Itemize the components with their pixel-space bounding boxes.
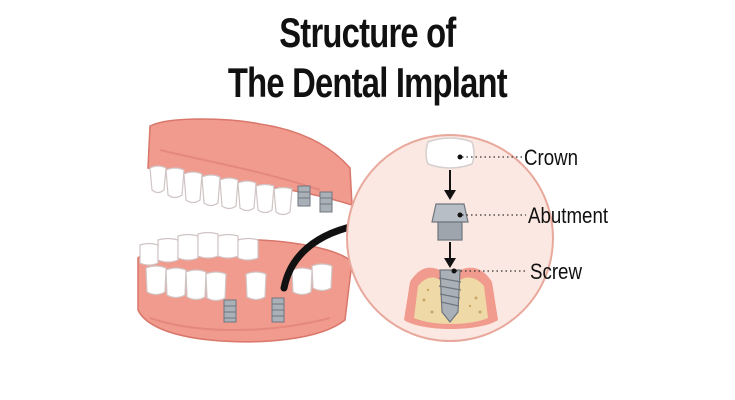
title-line-2: The Dental Implant: [227, 59, 508, 106]
implant-detail-circle: [346, 134, 554, 342]
crown-tooth-icon: [425, 137, 475, 169]
label-abutment: Abutment: [528, 203, 609, 228]
implant-screw-icon: [438, 269, 462, 323]
denture-jaw-icon: [137, 118, 353, 343]
diagram-title: Structure of The Dental Implant: [81, 8, 654, 108]
abutment-icon: [431, 203, 469, 241]
title-line-1: Structure of: [279, 9, 456, 56]
label-screw: Screw: [530, 259, 582, 284]
label-crown: Crown: [524, 145, 579, 170]
